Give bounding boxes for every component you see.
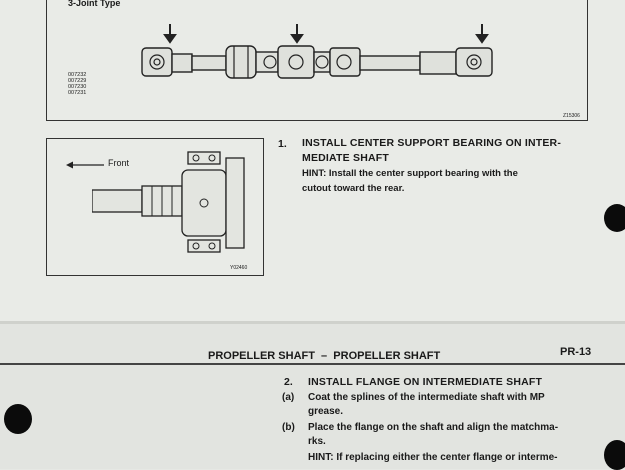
item-text: rks.: [308, 436, 326, 447]
part-code: 007230: [68, 84, 87, 90]
step-item-b: (b) Place the flange on the shaft and ali…: [282, 421, 602, 449]
center-bearing-drawing: [92, 151, 245, 253]
figure-caption: 3-Joint Type: [68, 0, 121, 8]
propeller-shaft-figure: [46, 0, 588, 121]
front-label: Front: [108, 158, 130, 168]
step-title: INSTALL CENTER SUPPORT BEARING ON INTER-: [302, 137, 562, 149]
item-label: (b): [282, 422, 295, 433]
step-title: MEDIATE SHAFT: [302, 152, 389, 164]
hint-text: HINT: If replacing either the center fla…: [308, 452, 558, 463]
item-text: grease.: [308, 406, 344, 417]
front-arrow: [66, 161, 104, 169]
hint-text: HINT: Install the center support bearing…: [302, 168, 518, 179]
part-code: 007232: [68, 72, 87, 78]
step-title: INSTALL FLANGE ON INTERMEDIATE SHAFT: [308, 376, 543, 388]
page-number: PR-13: [560, 346, 592, 358]
step-item-a: (a) Coat the splines of the intermediate …: [282, 391, 602, 419]
item-text: Place the flange on the shaft and align …: [308, 422, 559, 433]
lower-page: [0, 323, 625, 469]
binder-hole: [604, 440, 625, 470]
center-bearing-figure: [46, 138, 264, 276]
step-number: 2.: [284, 376, 293, 388]
part-code-list: 007232 007229 007230 007231: [68, 72, 86, 96]
page-header-rule: [0, 363, 625, 365]
step-number: 1.: [278, 138, 287, 150]
item-text: Coat the splines of the intermediate sha…: [308, 392, 545, 403]
item-label: (a): [282, 392, 295, 403]
figure-id: Y02460: [230, 265, 248, 271]
propeller-shaft-drawing: [141, 24, 493, 79]
binder-hole: [4, 404, 32, 434]
part-code: 007231: [68, 90, 87, 96]
page-title: PROPELLER SHAFT – PROPELLER SHAFT: [208, 350, 441, 362]
figure-id: Z15306: [563, 113, 580, 119]
page-fold: [0, 321, 625, 324]
part-code: 007229: [68, 78, 87, 84]
binder-hole: [604, 204, 625, 232]
hint-text: cutout toward the rear.: [302, 183, 405, 194]
step-1-text: INSTALL CENTER SUPPORT BEARING ON INTER-…: [302, 136, 602, 196]
